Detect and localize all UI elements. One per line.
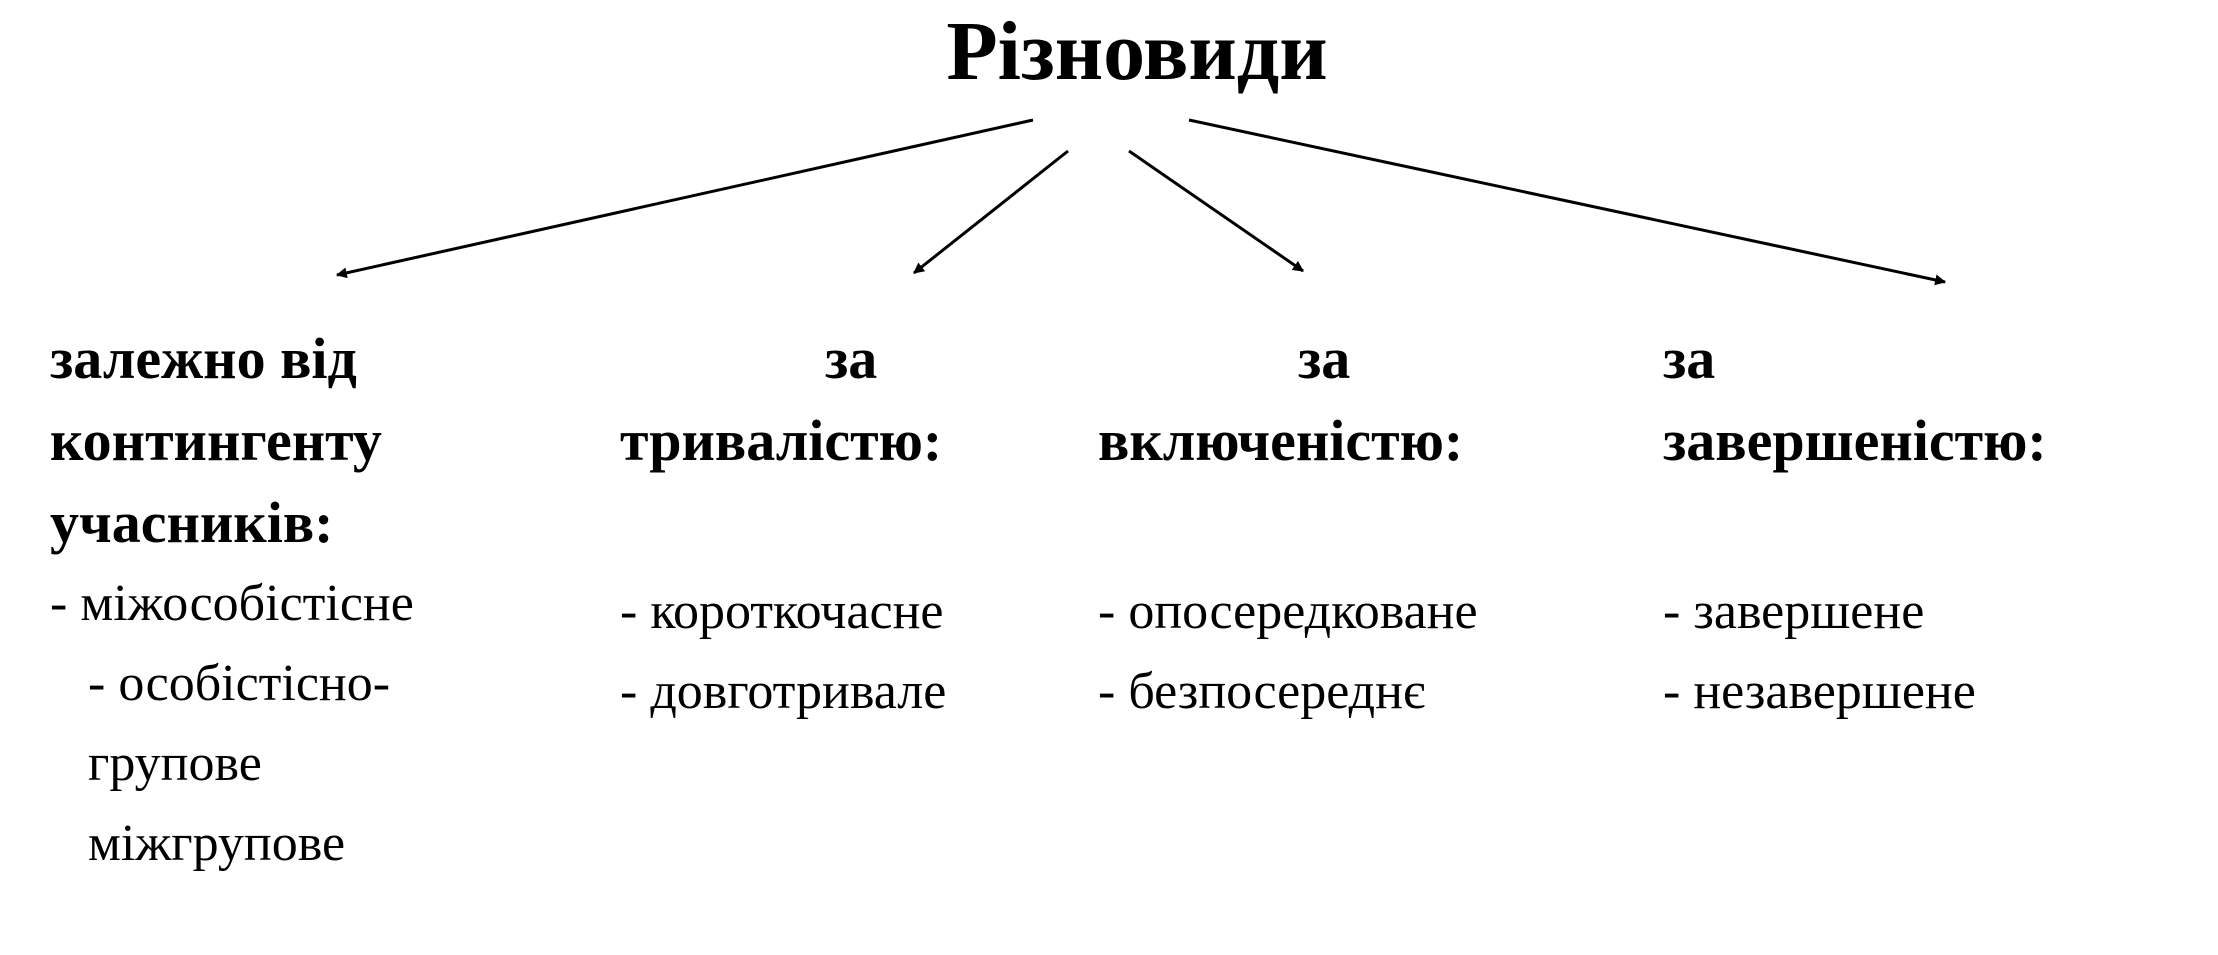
category-item: - опосередковане — [1098, 583, 1478, 640]
category-items: - короткочасне - довготривале — [620, 572, 946, 732]
category-heading-line: включеністю: — [1098, 408, 1464, 473]
category-item: - незавершене — [1663, 663, 1976, 720]
arrow-to-column-3 — [1188, 118, 1947, 286]
category-column-duration: за тривалістю: - короткочасне - довготри… — [620, 318, 946, 732]
arrow-to-column-1 — [913, 149, 1069, 275]
category-heading-line: залежно від — [50, 326, 357, 391]
category-item: - особістісно- — [88, 655, 391, 712]
category-heading: за завершеністю: — [1663, 318, 2047, 482]
category-item: міжгрупове — [88, 815, 346, 872]
root-node-title-text: Різновиди — [946, 5, 1328, 98]
category-column-participants: залежно від контингенту учасників: - між… — [50, 318, 414, 884]
category-heading: за тривалістю: — [620, 318, 946, 482]
category-heading-line: тривалістю: — [620, 408, 943, 473]
category-heading-line: завершеністю: — [1663, 408, 2047, 473]
arrow-to-column-0 — [335, 118, 1034, 279]
category-heading-line: за — [1663, 326, 1716, 391]
category-item: групове — [88, 735, 262, 792]
category-items: - міжособістісне - особістісно- групове … — [50, 564, 414, 884]
category-heading-line: за — [1298, 326, 1351, 391]
category-item: - міжособістісне — [50, 575, 414, 632]
category-column-involvement: за включеністю: - опосередковане - безпо… — [1098, 318, 1478, 732]
category-item: - безпосереднє — [1098, 663, 1426, 720]
category-item: - довготривале — [620, 663, 947, 720]
category-heading: залежно від контингенту учасників: — [50, 318, 414, 564]
category-items: - опосередковане - безпосереднє — [1098, 572, 1478, 732]
category-column-completeness: за завершеністю: - завершене - незаверше… — [1663, 318, 2047, 732]
category-item: - короткочасне — [620, 583, 944, 640]
category-heading-line: контингенту — [50, 408, 382, 473]
arrow-to-column-2 — [1128, 149, 1304, 273]
category-heading-line: за — [825, 326, 878, 391]
category-heading-line: учасників: — [50, 490, 334, 555]
category-heading: за включеністю: — [1098, 318, 1478, 482]
root-node-title: Різновиди — [0, 10, 2218, 94]
category-item: - завершене — [1663, 583, 1925, 640]
category-items: - завершене - незавершене — [1663, 572, 2047, 732]
